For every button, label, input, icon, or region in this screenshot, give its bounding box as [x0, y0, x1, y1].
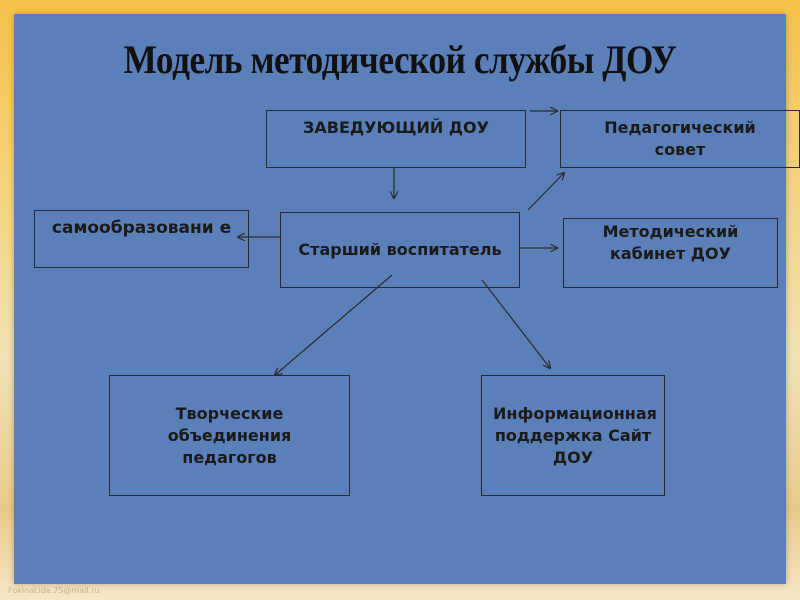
box-senior-teacher: Старший воспитатель — [280, 212, 520, 288]
box-info-support: Информационная поддержка Сайт ДОУ — [481, 375, 665, 496]
slide-panel — [14, 14, 786, 584]
box-method-office: Методический кабинет ДОУ — [563, 218, 778, 288]
box-creative-groups-label: Творческие объединения педагогов — [167, 403, 292, 467]
box-senior-teacher-label: Старший воспитатель — [298, 240, 502, 259]
slide-title: Модель методической службы ДОУ — [123, 37, 677, 82]
box-head-label: ЗАВЕДУЮЩИЙ ДОУ — [303, 118, 489, 137]
box-info-support-label: Информационная поддержка Сайт ДОУ — [493, 403, 657, 467]
box-ped-council: Педагогический совет — [560, 110, 800, 168]
box-creative-groups: Творческие объединения педагогов — [109, 375, 350, 496]
box-method-office-label: Методический кабинет ДОУ — [602, 222, 739, 263]
watermark-text: FokinaLida.75@mail.ru — [8, 586, 100, 595]
box-head: ЗАВЕДУЮЩИЙ ДОУ — [266, 110, 526, 168]
box-self-education: самообразовани е — [34, 210, 249, 268]
box-ped-council-label: Педагогический совет — [604, 118, 756, 159]
box-self-education-label: самообразовани е — [51, 218, 232, 238]
